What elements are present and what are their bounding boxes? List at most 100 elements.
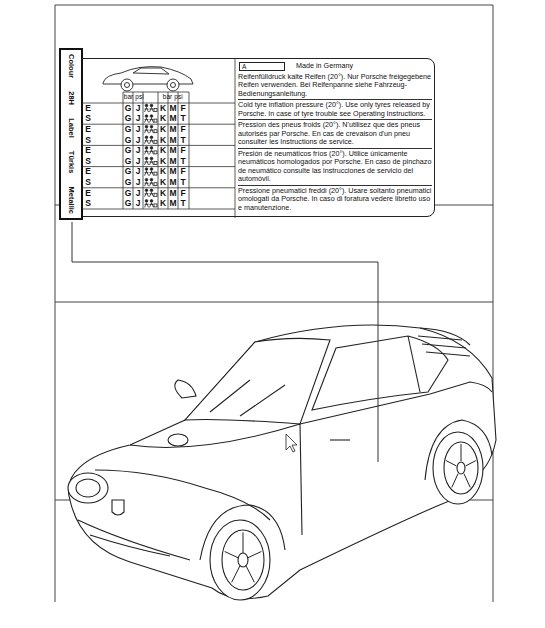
car-body <box>168 434 188 446</box>
occupant-icon <box>150 200 153 203</box>
table-cell: G <box>123 157 133 167</box>
pressure-instruction: Cold tyre inflation pressure (20°). Use … <box>238 99 432 119</box>
table-grid <box>235 59 236 218</box>
unit-label: psi <box>134 93 145 102</box>
occupant-icon <box>145 136 148 139</box>
occupant-icon <box>150 125 153 128</box>
occupant-icon <box>145 168 158 176</box>
variant-box: A <box>239 62 285 71</box>
car-body <box>330 439 350 440</box>
wheel-spoke <box>464 474 470 488</box>
table-cell: S <box>83 157 93 167</box>
occupant-icon <box>150 115 153 118</box>
table-cell: G <box>123 125 133 135</box>
table-cell: J <box>133 114 143 124</box>
luggage-icon <box>154 183 157 186</box>
paint-code: Colour 28H Label Türkis Metallic <box>64 54 78 214</box>
occupant-icon <box>145 139 149 144</box>
wheel-spoke <box>461 444 462 461</box>
table-cell: G <box>123 178 133 188</box>
frame-line <box>55 5 493 6</box>
luggage-icon <box>154 204 157 207</box>
luggage-icon <box>154 119 157 122</box>
car-body <box>175 380 196 398</box>
occupant-icon <box>150 104 153 107</box>
table-cell: G <box>123 104 133 114</box>
tyre-pressure-label: Made in GermanyReifenfülldruck kalte Rei… <box>60 58 435 217</box>
wheel <box>444 442 478 494</box>
table-cell: F <box>178 189 188 199</box>
occupant-icon <box>145 147 148 150</box>
table-cell: T <box>178 157 188 167</box>
car-icon <box>133 68 169 74</box>
occupant-icon <box>145 171 149 176</box>
table-grid <box>83 145 235 146</box>
table-cell: S <box>83 199 93 209</box>
car-body <box>68 473 108 503</box>
occupant-icon <box>150 161 154 166</box>
wheel-spoke <box>225 551 239 557</box>
table-grid <box>133 92 134 209</box>
table-cell: J <box>133 167 143 177</box>
table-cell: E <box>83 104 93 114</box>
table-cell: E <box>83 146 93 156</box>
table-cell: J <box>133 125 143 135</box>
occupant-icon <box>145 147 158 155</box>
table-cell: G <box>123 199 133 209</box>
table-cell: M <box>168 199 178 209</box>
tyre-icon <box>171 83 176 88</box>
tyre-icon <box>167 79 179 91</box>
luggage-icon <box>154 130 157 133</box>
table-grid <box>83 124 235 125</box>
pressure-instruction: Pression des pneus froids (20°). N'utili… <box>238 119 432 148</box>
table-grid <box>168 92 169 209</box>
table-cell: F <box>178 125 188 135</box>
occupant-icon <box>145 108 149 113</box>
luggage-icon <box>154 172 157 175</box>
table-cell: J <box>133 136 143 146</box>
table-cell: M <box>168 178 178 188</box>
table-grid <box>158 92 159 209</box>
leader-line <box>72 222 378 462</box>
car-body <box>95 470 270 520</box>
occupant-icon <box>145 104 158 112</box>
wheel-spoke <box>246 566 254 583</box>
occupant-icon <box>150 203 154 208</box>
tyre-icon <box>125 83 130 88</box>
table-cell: M <box>168 157 178 167</box>
table-cell: K <box>158 146 168 156</box>
occupant-icon <box>145 157 158 165</box>
wheel <box>433 432 483 504</box>
table-cell: T <box>178 199 188 209</box>
wheel <box>210 520 270 600</box>
occupant-icon <box>150 118 154 123</box>
wheel <box>210 432 483 600</box>
table-cell: J <box>133 157 143 167</box>
car-body <box>78 520 190 560</box>
occupant-icon <box>150 108 154 113</box>
mouse-cursor <box>286 434 297 452</box>
occupant-icon <box>150 129 154 134</box>
car-body <box>300 424 302 535</box>
occupant-icon <box>150 168 153 171</box>
occupant-icon <box>145 203 149 208</box>
pressure-instruction: Pressione pneumatici freddi (20°). Usare… <box>238 185 432 214</box>
table-cell: M <box>168 189 178 199</box>
pressure-instruction: Reifenfülldruck kalte Reifen (20°). Nur … <box>238 72 432 100</box>
occupant-icon <box>145 136 158 144</box>
unit-label: bar <box>162 93 173 102</box>
occupant-icon <box>145 161 149 166</box>
wheel-spoke <box>452 474 458 488</box>
occupant-icon <box>145 189 158 197</box>
occupant-icon <box>150 136 153 139</box>
table-grid <box>83 209 235 210</box>
table-grid <box>83 166 235 167</box>
table-grid <box>123 92 189 93</box>
table-cell: S <box>83 136 93 146</box>
occupant-icon <box>145 200 158 208</box>
table-cell: K <box>158 189 168 199</box>
car-icon <box>103 67 193 91</box>
table-grid <box>83 59 235 218</box>
leader-line <box>72 222 378 462</box>
wheel <box>238 553 248 567</box>
